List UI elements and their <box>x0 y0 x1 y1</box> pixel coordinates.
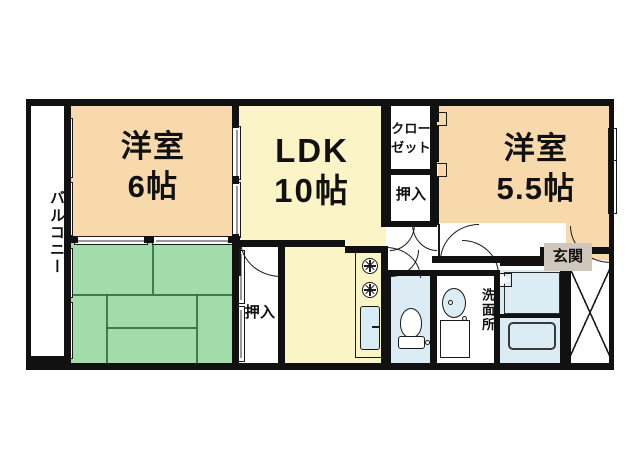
label-oshiire-right: 押入 <box>395 186 427 203</box>
wall-bedroom2-bottom-a <box>432 256 540 263</box>
label-ldk-name: LDK <box>275 132 349 169</box>
wall-closet-right <box>430 105 437 227</box>
room-closet <box>390 109 434 171</box>
vanity-basin <box>442 288 466 318</box>
label-bedroom2-name: 洋室 <box>503 131 569 166</box>
tatami-seam <box>152 240 154 294</box>
wall-oshiire-center-top <box>232 240 285 247</box>
kitchen-faucet <box>372 326 379 328</box>
label-bedroom2-size: 5.5帖 <box>496 171 576 206</box>
room-oshiire-right <box>390 175 434 223</box>
wall-bedroom1-ldk-top <box>232 99 239 128</box>
wall-oshiire-center-right <box>278 243 285 370</box>
label-washroom: 洗面所 <box>480 288 495 333</box>
wall-toilet-right <box>430 270 437 370</box>
kitchen-sink <box>360 306 380 350</box>
label-bedroom1-name: 洋室 <box>120 129 186 164</box>
shoe-box <box>568 264 612 361</box>
wall-bedroom1-bottom-b <box>144 236 154 243</box>
label-balcony: バルコニー <box>48 190 65 276</box>
wall-outer-bottom <box>26 363 614 370</box>
toilet-handle <box>425 340 430 345</box>
label-ldk-size: 10帖 <box>274 172 350 209</box>
room-balcony <box>26 105 70 363</box>
wall-bedroom2-step <box>540 247 547 263</box>
fusuma-a[interactable] <box>74 236 148 245</box>
wall-bathroom-right <box>560 260 567 370</box>
fusuma-b[interactable] <box>152 236 234 245</box>
label-genkan: 玄関 <box>544 243 592 271</box>
toilet-tank <box>398 336 425 349</box>
wall-balcony-bottom <box>26 356 71 363</box>
label-closet-line2: ゼット <box>391 140 431 155</box>
vanity-drain <box>448 300 453 305</box>
wall-kitchen-top <box>345 246 386 253</box>
closet-door-arrow-b <box>434 163 447 177</box>
stove-burner-1 <box>362 258 378 274</box>
door-leaf-bedroom2[interactable] <box>438 224 440 260</box>
bathroom-door-marker <box>500 273 512 287</box>
sliding-door-bedroom1-upper[interactable] <box>232 126 241 180</box>
tatami-seam <box>70 294 236 296</box>
vanity-cabinet <box>440 320 470 358</box>
wall-bedroom1-ldk-bottom <box>232 234 239 243</box>
wall-toilet-left <box>386 270 391 370</box>
label-oshiire-center: 押入 <box>244 304 276 321</box>
wall-oshiire-center-left <box>232 243 239 370</box>
wall-outer-left <box>26 99 31 370</box>
bathroom-floor <box>504 272 560 314</box>
room-ldk-upper <box>236 105 386 246</box>
wall-bedroom1-ldk-mid <box>232 176 239 184</box>
wall-washroom-right <box>494 270 500 370</box>
stove-burner-2 <box>362 282 378 298</box>
wall-outer-right <box>609 99 614 370</box>
bathtub <box>508 322 556 350</box>
wall-bathroom-tub-divider <box>500 314 560 318</box>
wall-bedroom1-bottom-a <box>64 236 78 243</box>
wall-balcony-inner <box>64 99 71 370</box>
wall-washroom-top <box>437 270 499 276</box>
room-bedroom1 <box>70 105 236 240</box>
wall-ldk-kitchen-step <box>285 240 345 247</box>
tatami-seam <box>196 294 198 363</box>
wall-oshiire-right-bottom <box>386 221 437 227</box>
wall-outer-top <box>26 99 614 106</box>
door-leaf-bedroom1[interactable] <box>239 240 241 276</box>
bathroom-door-arrow <box>500 274 511 286</box>
wall-genkan-left <box>566 260 571 370</box>
wall-ldk-right-upper <box>381 99 388 227</box>
wall-bedroom2-left-bottom <box>432 177 439 225</box>
wall-bedroom2-left-top <box>432 99 439 122</box>
toilet-bowl <box>400 308 422 338</box>
label-bedroom1-size: 6帖 <box>127 169 179 204</box>
closet-door-arrow-a <box>434 112 447 126</box>
label-closet-line1: クロー <box>391 121 431 136</box>
wall-bedroom2-left-mid <box>432 126 439 162</box>
vanity-knob <box>462 316 467 321</box>
wall-closet-oshiire-divider <box>386 169 437 175</box>
wall-closet-left <box>386 105 391 227</box>
wall-ldk-right-lower <box>381 246 388 370</box>
sliding-door-bedroom1-lower[interactable] <box>232 182 241 238</box>
wall-toilet-top <box>386 270 438 276</box>
tatami-seam <box>106 327 196 329</box>
wall-bathroom-top <box>500 260 566 266</box>
